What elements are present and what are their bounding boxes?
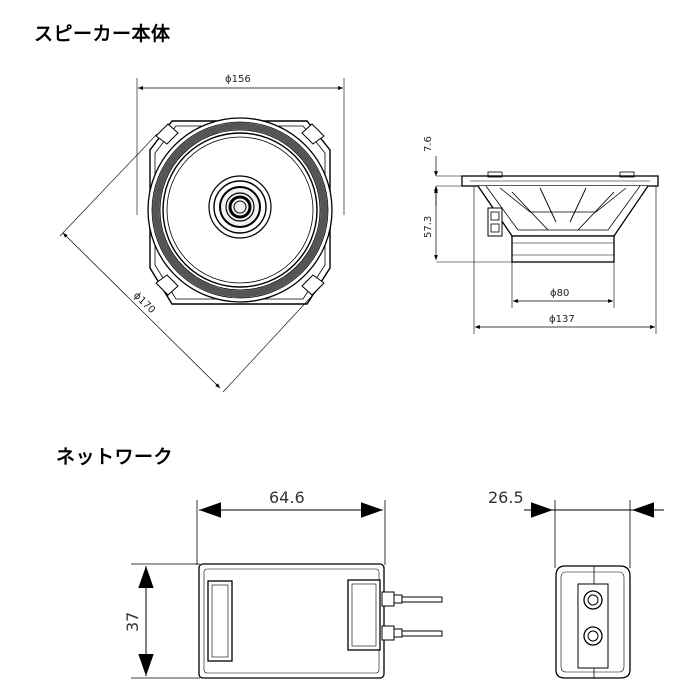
speaker-diagonal-label: ϕ170 xyxy=(131,290,157,316)
speaker-diagonal-dimension-line xyxy=(62,232,221,389)
speaker-depth-label: 57.3 xyxy=(423,216,434,238)
speaker-frame-label: ϕ137 xyxy=(549,314,575,325)
network-section-title: ネットワーク xyxy=(56,446,174,468)
network-depth-label: 26.5 xyxy=(488,488,524,507)
speaker-front-view xyxy=(59,78,345,393)
network-jack-top xyxy=(583,590,603,610)
network-front-view xyxy=(131,500,443,679)
speaker-flange-label: 7.6 xyxy=(423,136,434,152)
network-box xyxy=(198,563,385,679)
speaker-surround xyxy=(152,122,328,298)
speaker-magnet-label: ϕ80 xyxy=(550,288,569,299)
network-side-view xyxy=(524,500,664,679)
network-width-label: 64.6 xyxy=(269,488,305,507)
network-height-label: 37 xyxy=(123,612,142,632)
network-jack-bottom xyxy=(583,626,603,646)
speaker-width-label: ϕ156 xyxy=(225,74,251,85)
speaker-section-title: スピーカー本体 xyxy=(34,23,171,45)
speaker-side-view xyxy=(434,156,659,334)
network-terminal-block xyxy=(347,579,381,651)
speaker-magnet xyxy=(511,235,615,263)
